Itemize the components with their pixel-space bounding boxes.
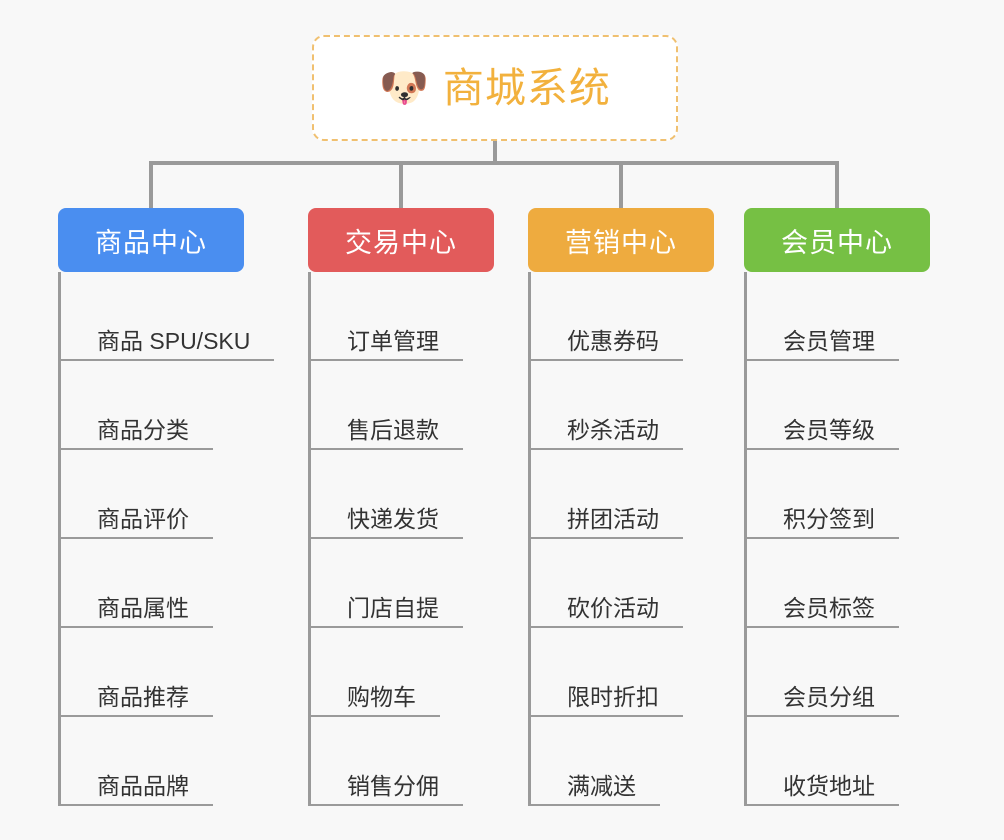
branch-title: 营销中心 xyxy=(565,227,677,258)
leaf-item[interactable]: 拼团活动 xyxy=(531,450,714,539)
leaf-item[interactable]: 商品推荐 xyxy=(61,628,244,717)
leaf-item[interactable]: 销售分佣 xyxy=(311,717,494,806)
leaf-label: 优惠券码 xyxy=(531,328,683,361)
connector-horizontal-bar xyxy=(149,161,839,165)
leaf-label: 会员等级 xyxy=(747,417,899,450)
branch-product-center: 商品中心 商品 SPU/SKU 商品分类 商品评价 商品属性 商品推荐 商品品牌 xyxy=(58,208,275,806)
leaf-item[interactable]: 收货地址 xyxy=(747,717,930,806)
leaf-label: 售后退款 xyxy=(311,417,463,450)
leaf-item[interactable]: 商品 SPU/SKU xyxy=(61,272,275,361)
leaf-label: 商品属性 xyxy=(61,595,213,628)
leaf-label: 订单管理 xyxy=(311,328,463,361)
leaf-item[interactable]: 满减送 xyxy=(531,717,714,806)
branch-member-center: 会员中心 会员管理 会员等级 积分签到 会员标签 会员分组 收货地址 xyxy=(744,208,930,806)
branch-title: 会员中心 xyxy=(781,227,893,258)
branch-title: 商品中心 xyxy=(95,227,207,258)
leaf-item[interactable]: 优惠券码 xyxy=(531,272,714,361)
leaf-item[interactable]: 商品评价 xyxy=(61,450,244,539)
connector-drop-3 xyxy=(619,161,623,209)
leaf-item[interactable]: 秒杀活动 xyxy=(531,361,714,450)
branch-trade-center: 交易中心 订单管理 售后退款 快递发货 门店自提 购物车 销售分佣 xyxy=(308,208,494,806)
branch-header-product-center[interactable]: 商品中心 xyxy=(58,208,244,272)
leaf-item[interactable]: 购物车 xyxy=(311,628,494,717)
branch-items-trade-center: 订单管理 售后退款 快递发货 门店自提 购物车 销售分佣 xyxy=(308,272,494,806)
branch-marketing-center: 营销中心 优惠券码 秒杀活动 拼团活动 砍价活动 限时折扣 满减送 xyxy=(528,208,714,806)
leaf-item[interactable]: 订单管理 xyxy=(311,272,494,361)
leaf-item[interactable]: 商品属性 xyxy=(61,539,244,628)
leaf-item[interactable]: 门店自提 xyxy=(311,539,494,628)
branch-items-marketing-center: 优惠券码 秒杀活动 拼团活动 砍价活动 限时折扣 满减送 xyxy=(528,272,714,806)
leaf-item[interactable]: 会员分组 xyxy=(747,628,930,717)
root-node[interactable]: 🐶 商城系统 xyxy=(312,35,678,141)
leaf-label: 会员分组 xyxy=(747,684,899,717)
connector-drop-4 xyxy=(835,161,839,209)
leaf-item[interactable]: 商品品牌 xyxy=(61,717,244,806)
leaf-label: 积分签到 xyxy=(747,506,899,539)
leaf-label: 满减送 xyxy=(531,773,660,806)
branch-header-marketing-center[interactable]: 营销中心 xyxy=(528,208,714,272)
leaf-item[interactable]: 售后退款 xyxy=(311,361,494,450)
branch-title: 交易中心 xyxy=(345,227,457,258)
leaf-label: 会员管理 xyxy=(747,328,899,361)
leaf-label: 门店自提 xyxy=(311,595,463,628)
leaf-label: 砍价活动 xyxy=(531,595,683,628)
connector-root-stem xyxy=(493,141,497,163)
connector-drop-2 xyxy=(399,161,403,209)
leaf-label: 限时折扣 xyxy=(531,684,683,717)
connector-drop-1 xyxy=(149,161,153,209)
leaf-label: 商品分类 xyxy=(61,417,213,450)
leaf-item[interactable]: 会员等级 xyxy=(747,361,930,450)
leaf-item[interactable]: 会员标签 xyxy=(747,539,930,628)
leaf-label: 商品推荐 xyxy=(61,684,213,717)
leaf-label: 商品评价 xyxy=(61,506,213,539)
leaf-label: 商品品牌 xyxy=(61,773,213,806)
leaf-item[interactable]: 砍价活动 xyxy=(531,539,714,628)
branch-header-member-center[interactable]: 会员中心 xyxy=(744,208,930,272)
leaf-item[interactable]: 限时折扣 xyxy=(531,628,714,717)
leaf-label: 收货地址 xyxy=(747,773,899,806)
leaf-item[interactable]: 商品分类 xyxy=(61,361,244,450)
leaf-item[interactable]: 积分签到 xyxy=(747,450,930,539)
leaf-item[interactable]: 会员管理 xyxy=(747,272,930,361)
leaf-label: 会员标签 xyxy=(747,595,899,628)
branch-header-trade-center[interactable]: 交易中心 xyxy=(308,208,494,272)
leaf-item[interactable]: 快递发货 xyxy=(311,450,494,539)
leaf-label: 商品 SPU/SKU xyxy=(61,328,275,361)
branch-items-member-center: 会员管理 会员等级 积分签到 会员标签 会员分组 收货地址 xyxy=(744,272,930,806)
root-title: 商城系统 xyxy=(442,64,611,111)
leaf-label: 秒杀活动 xyxy=(531,417,683,450)
leaf-label: 购物车 xyxy=(311,684,440,717)
leaf-label: 快递发货 xyxy=(311,506,463,539)
branch-items-product-center: 商品 SPU/SKU 商品分类 商品评价 商品属性 商品推荐 商品品牌 xyxy=(58,272,275,806)
leaf-label: 销售分佣 xyxy=(311,773,463,806)
shiba-dog-icon: 🐶 xyxy=(379,65,429,111)
leaf-label: 拼团活动 xyxy=(531,506,683,539)
